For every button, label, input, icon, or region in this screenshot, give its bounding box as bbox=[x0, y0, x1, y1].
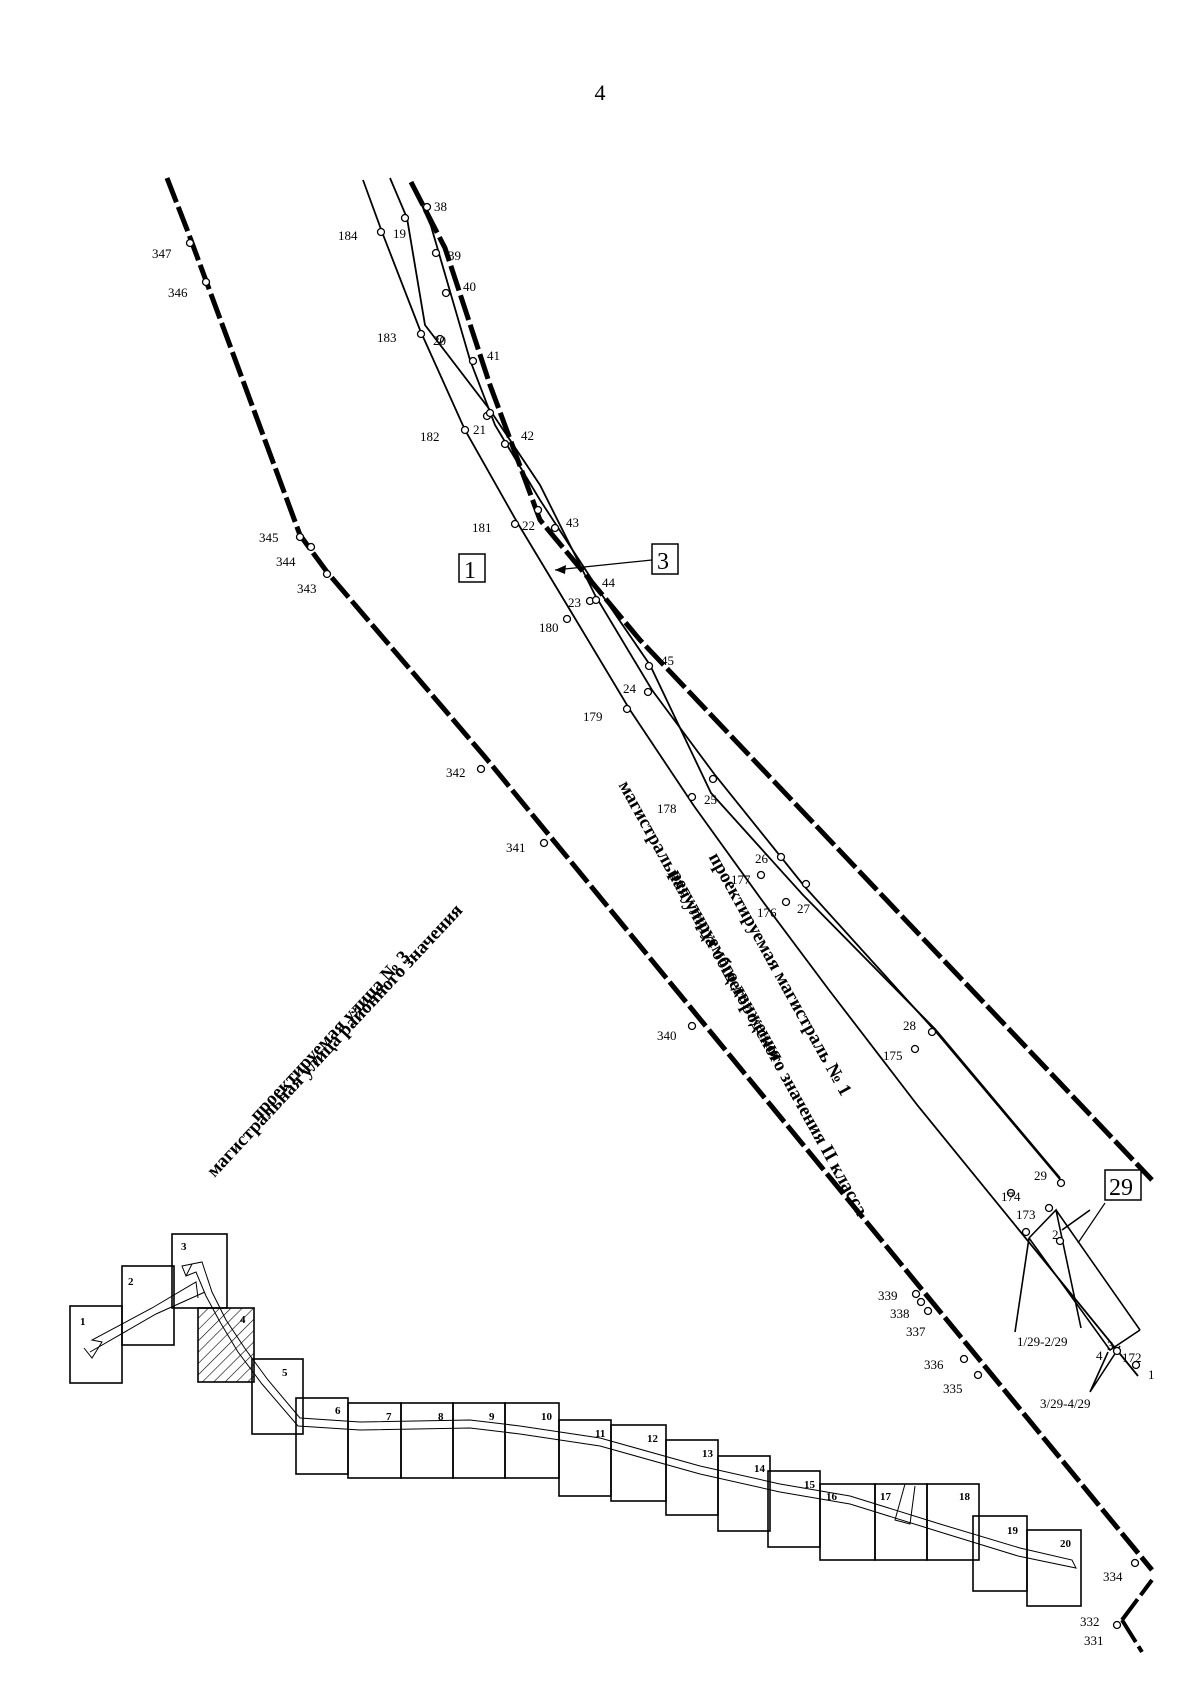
sheet-10-label: 10 bbox=[541, 1411, 553, 1423]
street3-class: магистральная улица районного значения bbox=[203, 900, 467, 1181]
label-342: 342 bbox=[446, 765, 466, 780]
label-177: 177 bbox=[731, 872, 751, 887]
sheet-18-label: 18 bbox=[959, 1491, 971, 1503]
label-179: 179 bbox=[583, 709, 603, 724]
label-345: 345 bbox=[259, 530, 279, 545]
label-184: 184 bbox=[338, 228, 358, 243]
label-181: 181 bbox=[472, 520, 492, 535]
label-336: 336 bbox=[924, 1357, 944, 1372]
label-347: 347 bbox=[152, 246, 172, 261]
label-338: 338 bbox=[890, 1306, 910, 1321]
label-44: 44 bbox=[602, 575, 616, 590]
label-180: 180 bbox=[539, 620, 559, 635]
label-24: 24 bbox=[623, 681, 637, 696]
label-k1: 1 bbox=[1148, 1367, 1155, 1382]
label-21: 21 bbox=[473, 422, 486, 437]
label-41: 41 bbox=[487, 348, 500, 363]
label-28: 28 bbox=[903, 1018, 916, 1033]
boundary-lines bbox=[362, 177, 1139, 1377]
left-boundary-red-line bbox=[164, 177, 1154, 1572]
sheet-4-label: 4 bbox=[240, 1314, 246, 1326]
zone-3-label: 3 bbox=[657, 549, 669, 575]
sheet-14-label: 14 bbox=[754, 1463, 766, 1475]
label-k2: 2 bbox=[1052, 1227, 1059, 1242]
sheet-12-label: 12 bbox=[647, 1433, 659, 1445]
label-29: 29 bbox=[1034, 1168, 1047, 1183]
label-174: 174 bbox=[1001, 1189, 1021, 1204]
label-23: 23 bbox=[568, 595, 581, 610]
label-45: 45 bbox=[661, 653, 674, 668]
label-19: 19 bbox=[393, 226, 406, 241]
sheet-1-label: 1 bbox=[80, 1316, 86, 1328]
label-183: 183 bbox=[377, 330, 397, 345]
label-182: 182 bbox=[420, 429, 440, 444]
sheet-19-label: 19 bbox=[1007, 1525, 1019, 1537]
label-40: 40 bbox=[463, 279, 476, 294]
label-43: 43 bbox=[566, 515, 579, 530]
sheet-index: 1 2 3 4 5 6 7 8 9 10 11 12 13 14 15 16 1… bbox=[69, 1233, 1082, 1607]
label-1-29-2-29: 1/29-2/29 bbox=[1017, 1334, 1068, 1349]
line-38-45 bbox=[412, 184, 1061, 1179]
label-172: 172 bbox=[1122, 1350, 1142, 1365]
sheet-5-label: 5 bbox=[282, 1367, 288, 1379]
line-19-29 bbox=[389, 177, 1065, 1185]
red-lines bbox=[164, 177, 1154, 1654]
point-labels: 347 346 345 344 343 342 341 340 339 338 … bbox=[152, 199, 1155, 1648]
zone29-contour bbox=[1014, 1208, 1141, 1393]
page-number: 4 bbox=[594, 80, 606, 105]
label-38: 38 bbox=[434, 199, 447, 214]
sheet-6-label: 6 bbox=[335, 1405, 341, 1417]
label-27: 27 bbox=[797, 901, 811, 916]
zone-1-label: 1 bbox=[464, 558, 476, 584]
sheet-7-label: 7 bbox=[386, 1411, 392, 1423]
label-335: 335 bbox=[943, 1381, 963, 1396]
zone-29-pointer bbox=[1077, 1202, 1106, 1244]
label-k4: 4 bbox=[1096, 1348, 1103, 1363]
line-184-172 bbox=[362, 179, 1139, 1377]
zone-3-arrow bbox=[554, 559, 653, 571]
sheet-20-label: 20 bbox=[1060, 1538, 1072, 1550]
label-39: 39 bbox=[448, 248, 461, 263]
bottom-right-red-line bbox=[1120, 1578, 1154, 1622]
label-42: 42 bbox=[521, 428, 534, 443]
label-346: 346 bbox=[168, 285, 188, 300]
label-341: 341 bbox=[506, 840, 526, 855]
sheet-9-label: 9 bbox=[489, 1411, 495, 1423]
label-175: 175 bbox=[883, 1048, 903, 1063]
right-boundary-red-line bbox=[408, 180, 1154, 1182]
label-176: 176 bbox=[757, 905, 777, 920]
sheet-13-label: 13 bbox=[702, 1448, 714, 1460]
bottom-right-red-line-2 bbox=[1120, 1618, 1144, 1654]
label-178: 178 bbox=[657, 801, 677, 816]
label-3-29-4-29: 3/29-4/29 bbox=[1040, 1396, 1091, 1411]
label-343: 343 bbox=[297, 581, 317, 596]
label-20: 20 bbox=[433, 333, 446, 348]
sheet-2-label: 2 bbox=[128, 1276, 134, 1288]
label-331: 331 bbox=[1084, 1633, 1104, 1648]
label-26: 26 bbox=[755, 851, 769, 866]
zone-3-arrowhead bbox=[555, 565, 566, 574]
label-334: 334 bbox=[1103, 1569, 1123, 1584]
sheet-3-label: 3 bbox=[181, 1241, 187, 1253]
sheet-15-label: 15 bbox=[804, 1479, 816, 1491]
label-340: 340 bbox=[657, 1028, 677, 1043]
label-25: 25 bbox=[704, 792, 717, 807]
label-k3: 3 bbox=[1107, 1338, 1114, 1353]
label-332: 332 bbox=[1080, 1614, 1100, 1629]
label-337: 337 bbox=[906, 1324, 926, 1339]
label-173: 173 bbox=[1016, 1207, 1036, 1222]
zone-29-label: 29 bbox=[1109, 1175, 1133, 1201]
street-labels: проектируемая улица № 3 магистральная ул… bbox=[203, 777, 872, 1220]
label-344: 344 bbox=[276, 554, 296, 569]
sheet-8-label: 8 bbox=[438, 1411, 444, 1423]
sheet-16-label: 16 bbox=[826, 1491, 838, 1503]
label-22: 22 bbox=[522, 518, 535, 533]
zone-boxes: 1 3 29 bbox=[458, 543, 1142, 1244]
sheet-17-label: 17 bbox=[880, 1491, 892, 1503]
label-339: 339 bbox=[878, 1288, 898, 1303]
sheet-11-label: 11 bbox=[595, 1428, 605, 1440]
survey-points bbox=[185, 202, 1141, 1630]
